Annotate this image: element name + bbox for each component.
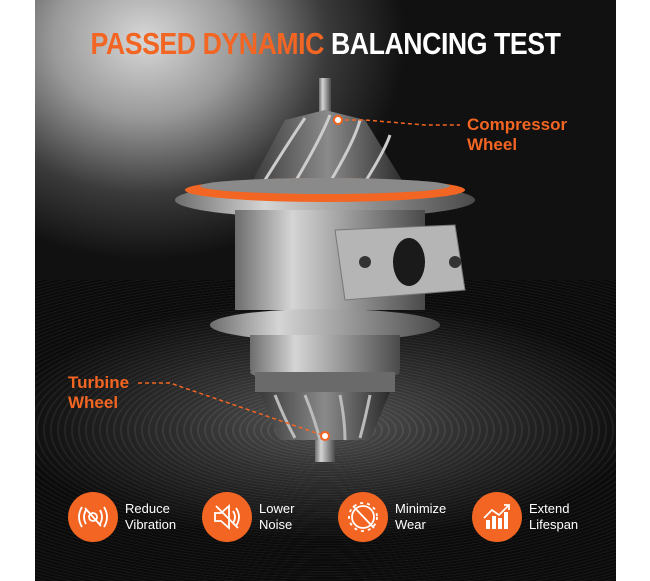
turbo-cartridge-image (138, 78, 475, 462)
turbine-line2: Wheel (68, 393, 119, 412)
feature-line1: Extend (529, 501, 570, 516)
feature-line2: Lifespan (529, 517, 579, 532)
product-banner: PASSED DYNAMIC BALANCING TEST (35, 0, 616, 581)
vibration-icon (68, 492, 118, 542)
feature-line2: Noise (259, 517, 293, 532)
mute-speaker-icon (202, 492, 252, 542)
turbine-line1: Turbine (68, 373, 130, 392)
headline: PASSED DYNAMIC BALANCING TEST (76, 26, 576, 62)
compressor-line1: Compressor (467, 115, 568, 134)
leader-lines (138, 119, 460, 437)
wear-icon (338, 492, 388, 542)
turbine-wheel-label: Turbine Wheel (68, 373, 129, 413)
feature-line1: Reduce (125, 501, 170, 516)
feature-line1: Lower (259, 501, 295, 516)
headline-orange: PASSED DYNAMIC (90, 26, 325, 61)
compressor-wheel-label: Compressor Wheel (467, 115, 567, 155)
growth-chart-icon (472, 492, 522, 542)
feature-line2: Wear (395, 517, 426, 532)
feature-line1: Minimize (395, 501, 447, 516)
feature-line2: Vibration (125, 517, 177, 532)
headline-white: BALANCING TEST (330, 26, 561, 61)
compressor-line2: Wheel (467, 135, 518, 154)
